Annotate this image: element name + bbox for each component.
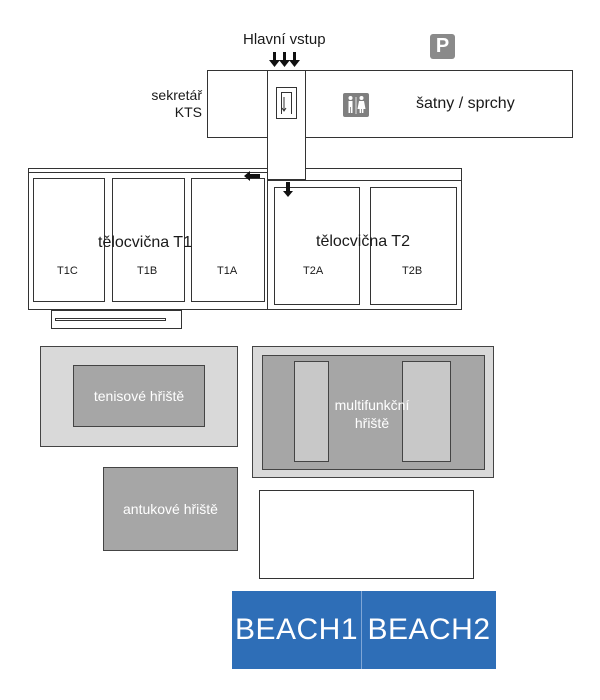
bleacher bbox=[51, 310, 182, 329]
beach-court-1: BEACH1 bbox=[232, 591, 362, 669]
wardrobes-label: šatny / sprchy bbox=[416, 95, 515, 112]
multifunctional-label-line2: hřiště bbox=[354, 415, 390, 431]
secretary-label-line1: sekretář bbox=[151, 87, 202, 103]
gym-t2-section-label-b: T2B bbox=[402, 265, 423, 277]
secretary-label-line2: KTS bbox=[174, 104, 202, 120]
gym-t1-section-c bbox=[33, 178, 105, 302]
gym-t2-section-label-a: T2A bbox=[303, 265, 324, 277]
t2-entry-arrow-icon bbox=[283, 182, 293, 197]
beach-court-2-label: BEACH2 bbox=[367, 613, 491, 646]
gym-t1 bbox=[28, 172, 268, 310]
entrance-arrows-icon bbox=[269, 52, 300, 67]
gym-t1-title: tělocvična T1 bbox=[98, 234, 192, 251]
gym-t1-section-b bbox=[112, 178, 185, 302]
tennis-court-label: tenisové hřiště bbox=[93, 388, 185, 404]
parking-label: P bbox=[435, 35, 450, 57]
empty-area bbox=[259, 490, 474, 579]
gym-t1-section-label-c: T1C bbox=[57, 265, 78, 277]
multifunctional-court-left-zone bbox=[294, 361, 329, 462]
gym-t2-title: tělocvična T2 bbox=[316, 233, 410, 250]
gym-t2-section-a bbox=[274, 187, 360, 305]
gym-t2-section-b bbox=[370, 187, 457, 305]
secretary-label: sekretář KTS bbox=[142, 87, 202, 121]
gym-t1-section-a bbox=[191, 178, 265, 302]
beach-court-2: BEACH2 bbox=[362, 591, 496, 669]
elevator bbox=[276, 87, 297, 119]
multifunctional-court-label: multifunkční hřiště bbox=[306, 396, 438, 432]
parking-sign: P bbox=[430, 34, 455, 59]
entrance-label: Hlavní vstup bbox=[243, 31, 326, 48]
tennis-court: tenisové hřiště bbox=[73, 365, 205, 427]
secretary-room bbox=[207, 70, 269, 138]
gym-t2 bbox=[267, 180, 462, 310]
multifunctional-court-right-zone bbox=[402, 361, 451, 462]
multifunctional-label-line1: multifunkční bbox=[334, 397, 410, 413]
restroom-icon bbox=[343, 93, 369, 117]
clay-court-label: antukové hřiště bbox=[123, 501, 218, 517]
beach-court-1-label: BEACH1 bbox=[234, 613, 359, 646]
gym-t1-section-label-b: T1B bbox=[137, 265, 158, 277]
clay-court: antukové hřiště bbox=[103, 467, 238, 551]
gym-t1-section-label-a: T1A bbox=[217, 265, 238, 277]
t1-entry-arrow-icon bbox=[244, 171, 260, 181]
